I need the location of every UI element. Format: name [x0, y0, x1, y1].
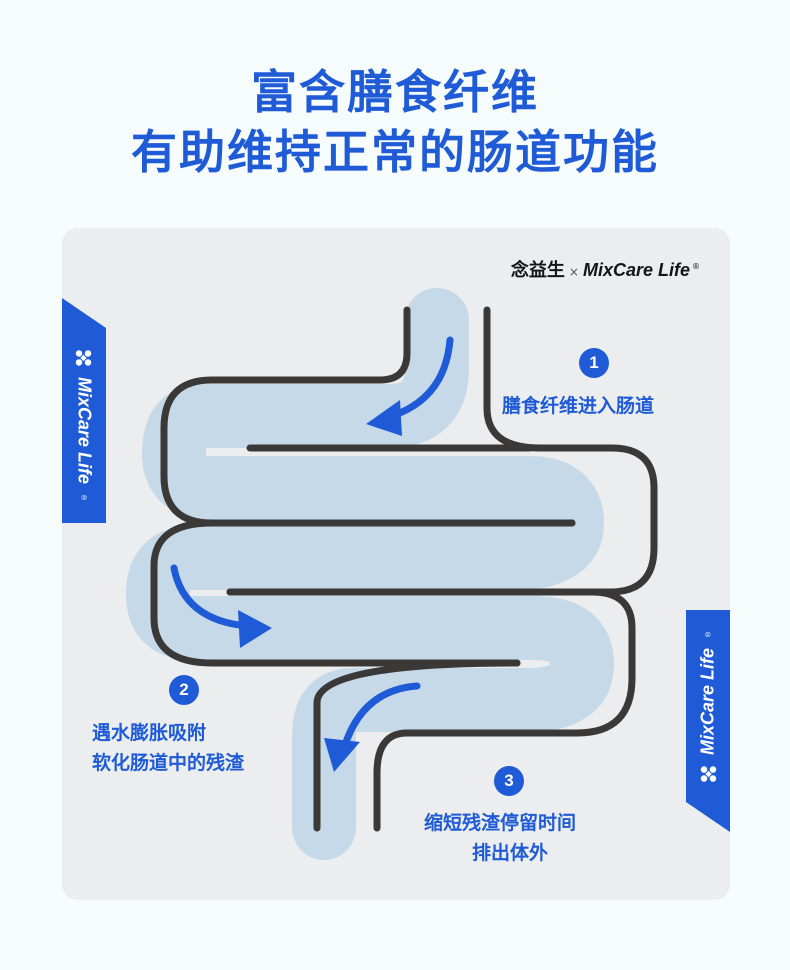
- intestine-fill: [126, 288, 614, 860]
- brand-reg: ®: [692, 262, 700, 271]
- step-1-label: 膳食纤维进入肠道: [502, 395, 655, 417]
- illustration-panel: 念益生×MixCare Life® MixCare Life® MixCare …: [62, 228, 730, 900]
- step-3-label-line-2: 排出体外: [472, 842, 549, 864]
- intestine-outline: [150, 306, 658, 832]
- brand-logo: 念益生×MixCare Life®: [511, 256, 700, 282]
- brand-cn: 念益生: [510, 260, 565, 281]
- flow-arrows: [170, 336, 454, 752]
- intestine-illustration: [126, 288, 658, 860]
- step-3-number: 3: [494, 766, 524, 796]
- mixcare-x-icon: [699, 765, 717, 783]
- step-2-label-line-2: 软化肠道中的残渣: [92, 752, 245, 774]
- step-3-label-line-1: 缩短残渣停留时间: [424, 812, 577, 834]
- mixcare-x-icon: [76, 349, 92, 366]
- headline-line-2: 有助维持正常的肠道功能: [131, 125, 659, 179]
- brand-en: MixCare Life: [582, 260, 690, 280]
- headline-line-1: 富含膳食纤维: [251, 65, 539, 119]
- side-tab-left: MixCare Life®: [62, 298, 106, 523]
- brand-times: ×: [568, 265, 579, 279]
- step-1-number: 1: [579, 348, 609, 378]
- step-2-label-line-1: 遇水膨胀吸附: [92, 722, 207, 744]
- arrow-heads: [238, 400, 402, 772]
- step-2-number: 2: [169, 675, 199, 705]
- side-tab-right: MixCare Life®: [686, 610, 730, 832]
